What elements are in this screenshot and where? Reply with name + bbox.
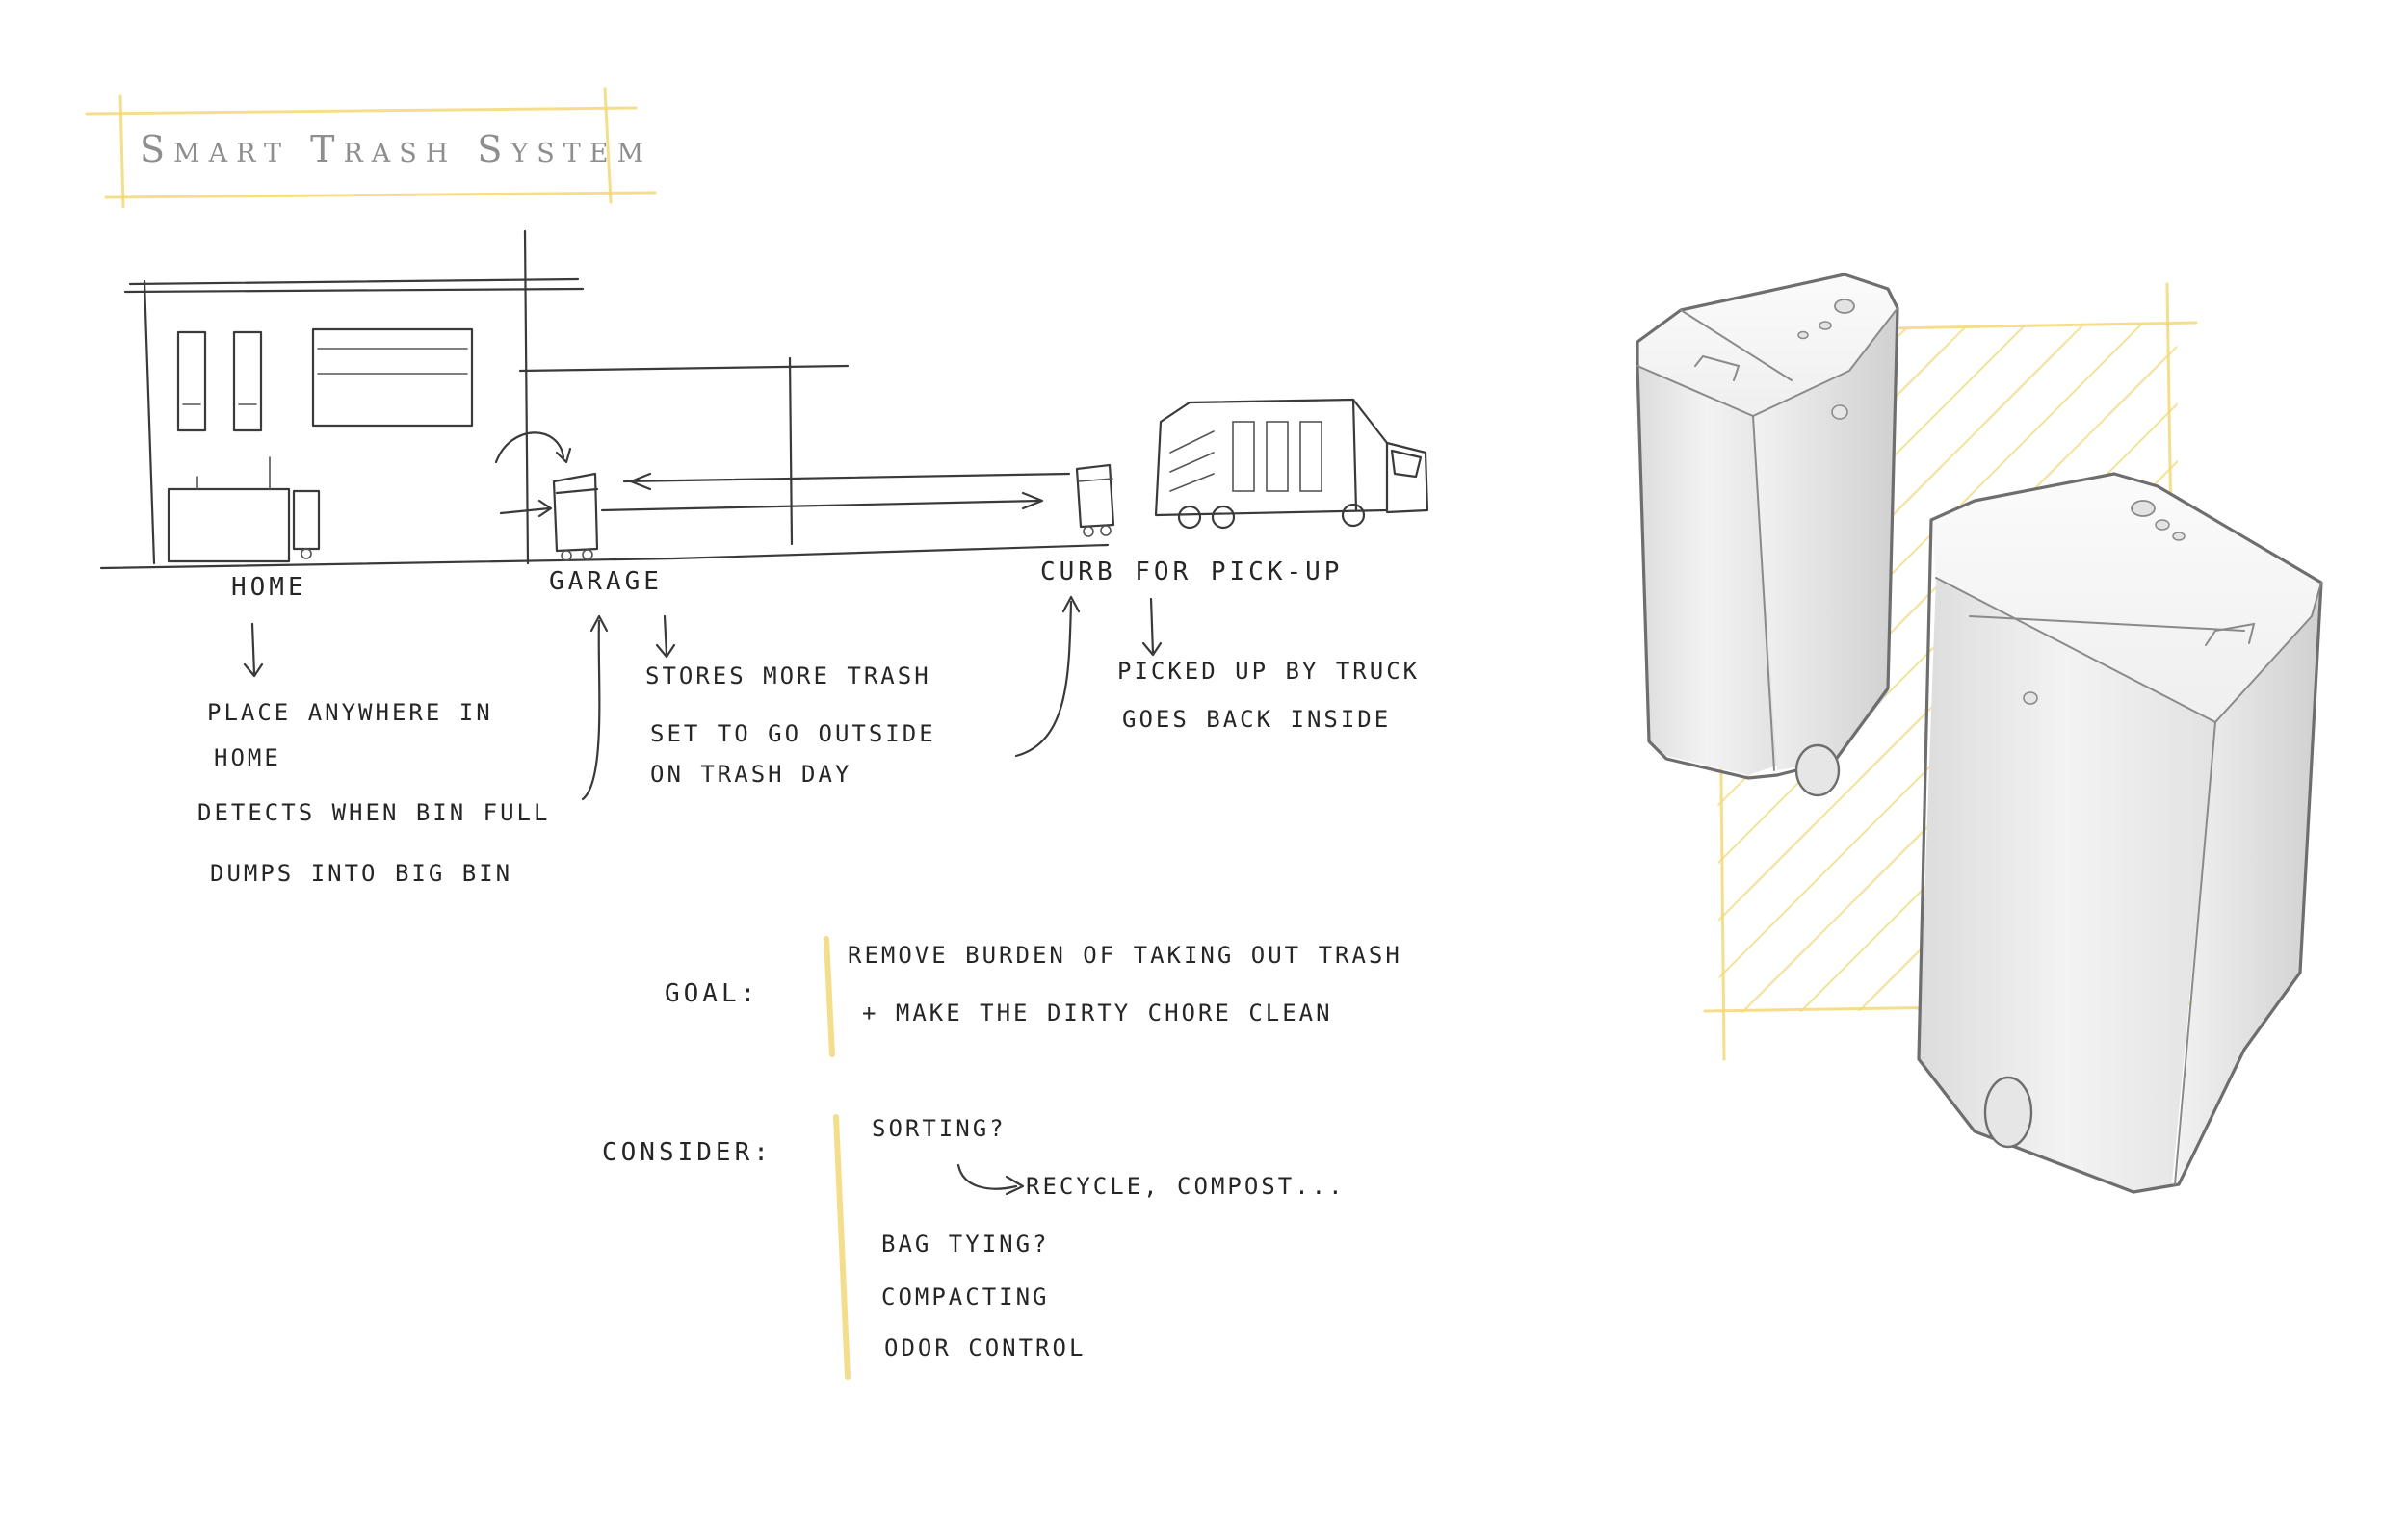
garage-label: GARAGE [549,567,663,596]
consider-line: BAG TYING? [881,1231,1050,1258]
consider-label: CONSIDER: [602,1138,772,1167]
house-garage-drawing [99,229,1110,570]
curb-notes: PICKED UP BY TRUCK GOES BACK INSIDE [1117,658,1420,733]
large-bin-render [1917,472,2323,1194]
home-note: HOME [214,744,281,771]
garage-notes: STORES MORE TRASH SET TO GO OUTSIDE ON T… [645,662,936,788]
garage-note: STORES MORE TRASH [645,662,931,689]
garage-note: SET TO GO OUTSIDE [650,720,936,747]
garage-note: ON TRASH DAY [650,761,851,788]
curb-note: GOES BACK INSIDE [1122,706,1391,733]
goal-section: GOAL: REMOVE BURDEN OF TAKING OUT TRASH … [665,936,1402,1057]
consider-line: SORTING? [872,1115,1007,1142]
home-note: DUMPS INTO BIG BIN [210,860,512,887]
goal-line: REMOVE BURDEN OF TAKING OUT TRASH [848,942,1402,969]
curb-label: CURB FOR PICK-UP [1040,558,1343,586]
consider-line: RECYCLE, COMPOST... [1026,1173,1346,1200]
consider-section: CONSIDER: SORTING? RECYCLE, COMPOST... B… [602,1114,1346,1380]
small-bin-render [1636,273,1899,797]
goal-line: + MAKE THE DIRTY CHORE CLEAN [862,1000,1333,1026]
consider-line: COMPACTING [881,1284,1050,1311]
curb-note: PICKED UP BY TRUCK [1117,658,1420,685]
consider-line: ODOR CONTROL [884,1335,1086,1362]
home-label: HOME [231,573,307,602]
title-box: Smart Trash System [85,87,657,209]
home-notes: PLACE ANYWHERE IN HOME DETECTS WHEN BIN … [197,699,550,887]
page-title: Smart Trash System [140,128,652,170]
note-arrows [243,595,1163,801]
home-note: DETECTS WHEN BIN FULL [197,799,550,826]
truck-drawing [1075,398,1429,537]
goal-label: GOAL: [665,979,759,1008]
home-note: PLACE ANYWHERE IN [207,699,493,726]
